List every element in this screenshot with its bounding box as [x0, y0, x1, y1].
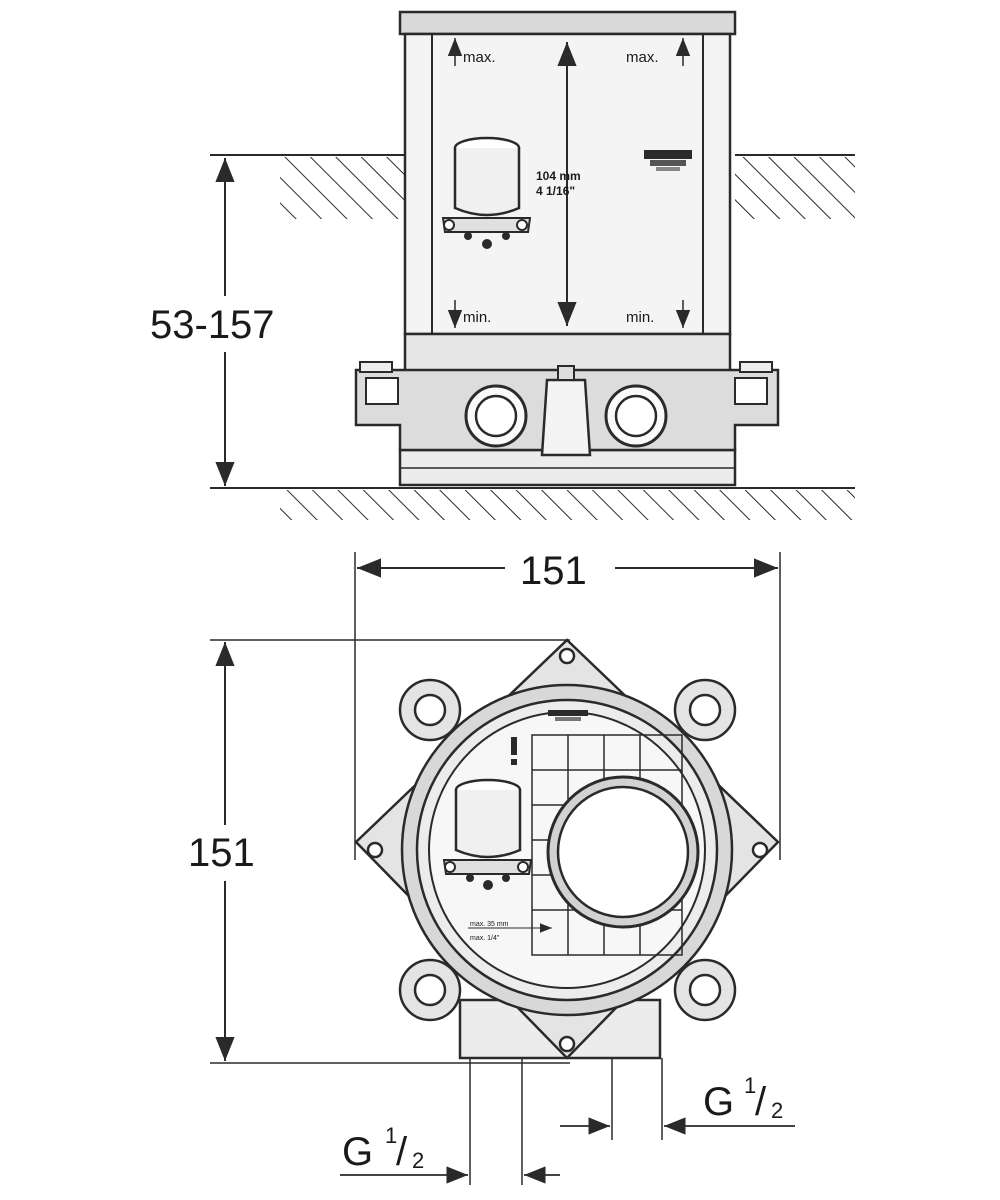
round-housing — [400, 683, 734, 1017]
pipe-left-num: 1 — [385, 1123, 397, 1148]
label-min-left: min. — [463, 309, 491, 326]
dim-width-top — [354, 545, 781, 860]
warning-icon — [511, 737, 517, 765]
note-4-1-16-in: 4 1/16" — [536, 184, 575, 198]
pipe-right-base: G — [703, 1080, 734, 1124]
brand-logo-icon — [644, 150, 692, 171]
wall-surface — [210, 154, 855, 219]
mounting-ears — [398, 678, 737, 1022]
pipe-right-num: 1 — [744, 1073, 756, 1098]
dim-height-label: 53-157 — [150, 303, 275, 347]
valve-body — [354, 361, 780, 487]
cartridge-icon — [441, 136, 532, 249]
note-104-mm: 104 mm — [536, 169, 581, 183]
pipe-right-slash: / — [755, 1080, 767, 1124]
dim-width-label: 151 — [520, 549, 587, 593]
pipe-left-slash: / — [396, 1130, 408, 1174]
dim-height-top — [180, 639, 570, 1064]
label-min-right: min. — [626, 309, 654, 326]
cartridge-icon-top — [442, 778, 533, 890]
label-max-left: max. — [463, 49, 496, 66]
top-view: 151 151 — [180, 545, 795, 1185]
max-note-2: max. 1/4" — [470, 935, 500, 942]
label-max-right: max. — [626, 49, 659, 66]
pipe-left-den: 2 — [412, 1148, 424, 1173]
max-note-1: max. 35 mm — [470, 921, 509, 928]
side-view: max. max. min. min. 104 mm 4 1/16" — [140, 10, 855, 520]
pipe-left-base: G — [342, 1130, 373, 1174]
floor-surface — [210, 487, 855, 520]
dim-height-top-label: 151 — [188, 831, 255, 875]
pipe-right-den: 2 — [771, 1098, 783, 1123]
pipe-label-left: G 1 / 2 — [342, 1123, 424, 1174]
pipe-label-right: G 1 / 2 — [703, 1073, 783, 1124]
